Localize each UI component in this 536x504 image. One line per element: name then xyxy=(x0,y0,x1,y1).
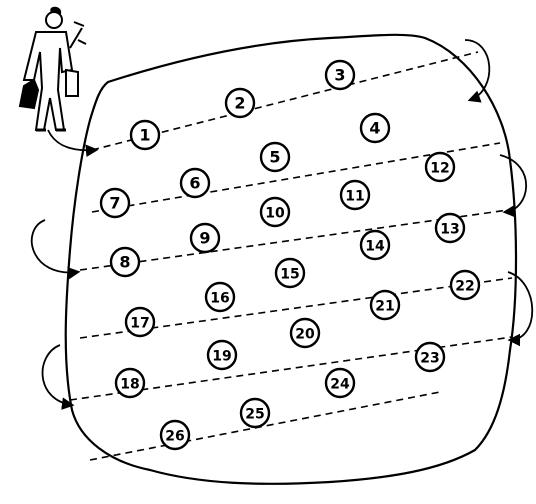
station-circle xyxy=(414,341,446,373)
u-turn-loops xyxy=(30,39,534,410)
station-26: 26 xyxy=(159,419,191,451)
station-label: 7 xyxy=(109,194,120,213)
station-label: 9 xyxy=(199,229,210,248)
station-25: 25 xyxy=(239,397,271,429)
station-label: 16 xyxy=(210,291,229,307)
station-14: 14 xyxy=(359,229,391,261)
station-5: 5 xyxy=(259,141,291,173)
station-label: 3 xyxy=(334,66,345,85)
station-20: 20 xyxy=(289,317,321,349)
station-label: 1 xyxy=(139,126,150,145)
u-turn-arrow-icon xyxy=(30,219,81,280)
station-9: 9 xyxy=(189,222,221,254)
station-circle xyxy=(159,419,191,451)
station-17: 17 xyxy=(124,306,156,338)
station-label: 14 xyxy=(365,239,385,255)
station-label: 21 xyxy=(375,299,394,315)
station-12: 12 xyxy=(424,151,456,183)
station-22: 22 xyxy=(449,269,481,301)
station-circle xyxy=(239,397,271,429)
station-circle xyxy=(424,151,456,183)
station-label: 13 xyxy=(440,222,459,238)
sampling-stations: 1234567891011121314151617181920212223242… xyxy=(99,59,481,451)
station-circle xyxy=(224,87,256,119)
station-label: 17 xyxy=(130,316,149,332)
station-label: 2 xyxy=(234,94,245,113)
station-label: 10 xyxy=(265,206,285,222)
station-label: 19 xyxy=(212,349,231,365)
station-4: 4 xyxy=(359,112,391,144)
station-label: 4 xyxy=(369,119,380,138)
station-circle xyxy=(129,119,161,151)
station-label: 8 xyxy=(119,253,130,272)
station-label: 24 xyxy=(330,377,350,393)
surveyor-figure-icon xyxy=(18,6,87,132)
station-label: 26 xyxy=(165,429,184,445)
station-label: 23 xyxy=(420,351,439,367)
u-turn-arrow-icon xyxy=(507,271,534,347)
station-circle xyxy=(204,281,236,313)
station-circle xyxy=(259,196,291,228)
station-circle xyxy=(274,257,306,289)
station-label: 20 xyxy=(295,327,315,343)
station-circle xyxy=(206,339,238,371)
station-circle xyxy=(359,112,391,144)
station-11: 11 xyxy=(339,179,371,211)
traverse-line-3 xyxy=(79,209,509,271)
station-label: 11 xyxy=(345,189,364,205)
station-13: 13 xyxy=(434,212,466,244)
station-circle xyxy=(189,222,221,254)
station-label: 12 xyxy=(430,161,449,177)
station-1: 1 xyxy=(129,119,161,151)
station-circle xyxy=(434,212,466,244)
station-label: 18 xyxy=(120,377,139,393)
station-circle xyxy=(99,187,131,219)
station-16: 16 xyxy=(204,281,236,313)
station-18: 18 xyxy=(114,367,146,399)
station-24: 24 xyxy=(324,367,356,399)
station-2: 2 xyxy=(224,87,256,119)
station-circle xyxy=(324,367,356,399)
station-19: 19 xyxy=(206,339,238,371)
station-circle xyxy=(109,246,141,278)
station-circle xyxy=(339,179,371,211)
u-turn-arrow-icon xyxy=(41,344,75,410)
station-6: 6 xyxy=(179,167,211,199)
station-3: 3 xyxy=(324,59,356,91)
station-23: 23 xyxy=(414,341,446,373)
station-21: 21 xyxy=(369,289,401,321)
station-circle xyxy=(359,229,391,261)
station-10: 10 xyxy=(259,196,291,228)
station-15: 15 xyxy=(274,257,306,289)
traverse-line-2 xyxy=(91,142,501,213)
u-turn-arrow-icon xyxy=(499,154,527,218)
field-boundary xyxy=(64,33,518,485)
station-label: 22 xyxy=(455,279,474,295)
station-8: 8 xyxy=(109,246,141,278)
station-circle xyxy=(289,317,321,349)
station-label: 5 xyxy=(269,148,280,167)
station-circle xyxy=(179,167,211,199)
station-7: 7 xyxy=(99,187,131,219)
station-circle xyxy=(449,269,481,301)
station-label: 6 xyxy=(189,174,200,193)
station-label: 15 xyxy=(280,267,299,283)
station-circle xyxy=(259,141,291,173)
u-turn-arrow-icon xyxy=(464,39,491,103)
station-label: 25 xyxy=(245,407,264,423)
station-circle xyxy=(369,289,401,321)
station-circle xyxy=(114,367,146,399)
entry-arrow-icon xyxy=(47,129,99,158)
station-circle xyxy=(324,59,356,91)
station-circle xyxy=(124,306,156,338)
